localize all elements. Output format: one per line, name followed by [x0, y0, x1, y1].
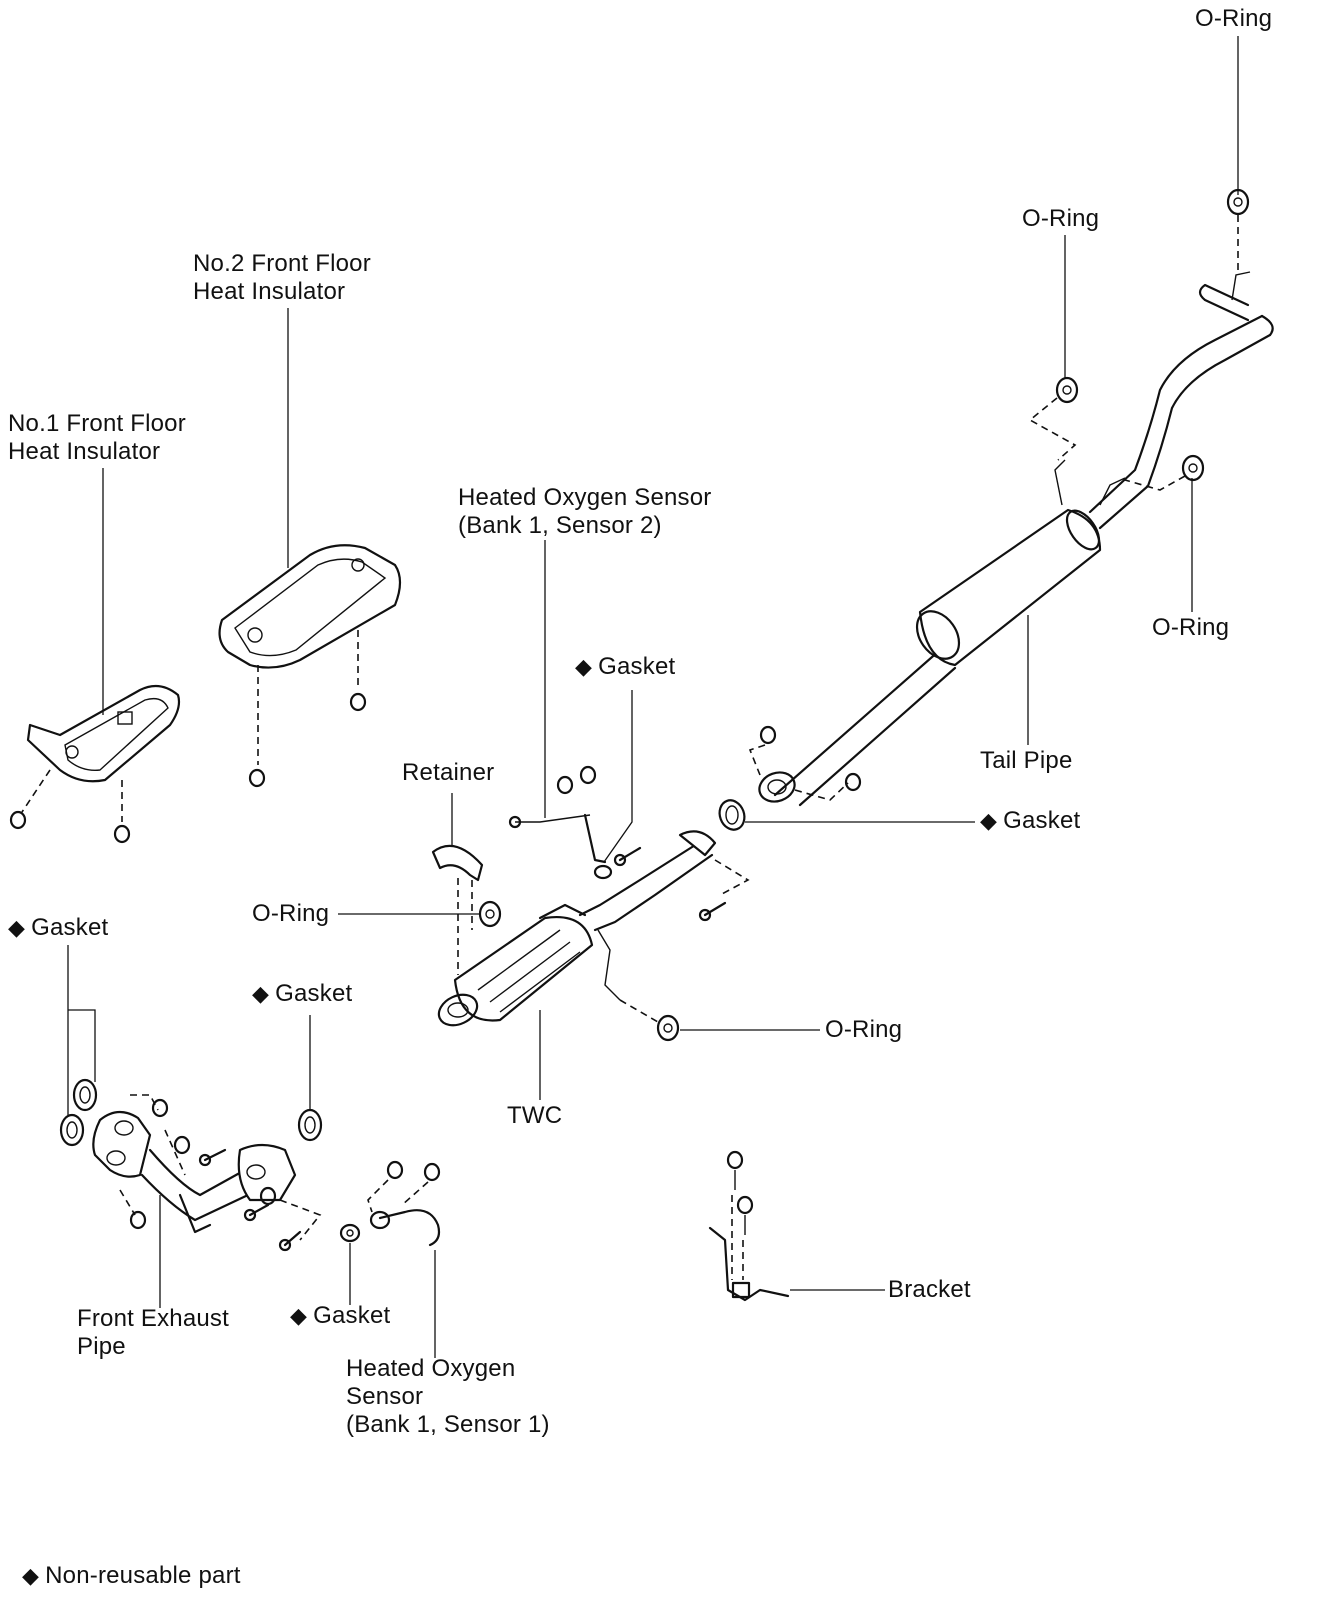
- label-no1-line1: No.1 Front Floor: [8, 410, 186, 437]
- label-o-ring-lower: O-Ring: [825, 1016, 903, 1043]
- retainer-part: [431, 844, 484, 882]
- label-no1-heat-insulator: No.1 Front Floor Heat Insulator: [8, 410, 186, 466]
- label-front-exhaust-line1: Front Exhaust: [77, 1305, 230, 1332]
- label-o-ring-upper: O-Ring: [1022, 205, 1100, 232]
- label-no2-line1: No.2 Front Floor: [193, 250, 371, 277]
- no2-heat-insulator-part: [218, 544, 402, 669]
- label-gasket-center-text: Gasket: [275, 980, 353, 1007]
- o-ring-left-part: [478, 900, 502, 928]
- label-front-exhaust-line2: Pipe: [77, 1333, 126, 1360]
- tail-pipe-assembly: [758, 271, 1274, 807]
- o-ring-lower-part: [656, 1014, 680, 1042]
- o-ring-upper-part: [1055, 376, 1079, 404]
- label-o-ring-right: O-Ring: [1152, 614, 1230, 641]
- label-gasket-bottom-text: Gasket: [313, 1302, 391, 1329]
- label-front-exhaust-pipe: Front Exhaust Pipe: [77, 1305, 229, 1361]
- label-twc: TWC: [507, 1102, 563, 1129]
- gasket-mid-part: [593, 864, 613, 880]
- label-ho2s-s2-line1: Heated Oxygen Sensor: [458, 484, 712, 511]
- label-gasket-left: ◆Gasket: [8, 914, 108, 942]
- legend-non-reusable: ◆Non-reusable part: [22, 1562, 241, 1590]
- tail-flange-nuts: [759, 725, 862, 792]
- legend-text: Non-reusable part: [45, 1562, 241, 1589]
- label-tail-pipe: Tail Pipe: [980, 747, 1073, 774]
- gasket-bottom-part: [339, 1223, 361, 1243]
- label-ho2s-s2-line2: (Bank 1, Sensor 2): [458, 512, 662, 539]
- label-gasket-bottom: ◆Gasket: [290, 1302, 390, 1330]
- label-no2-line2: Heat Insulator: [193, 278, 346, 305]
- twc-bolts: [613, 846, 727, 922]
- label-gasket-right: ◆Gasket: [980, 807, 1080, 835]
- non-reusable-diamond-icon: ◆: [8, 915, 26, 940]
- bracket-part: [708, 1150, 790, 1302]
- label-ho2s-sensor2: Heated Oxygen Sensor (Bank 1, Sensor 2): [458, 484, 711, 540]
- gasket-center-part: [297, 1108, 323, 1142]
- label-o-ring-left: O-Ring: [252, 900, 330, 927]
- label-bracket: Bracket: [888, 1276, 971, 1303]
- ho2s-sensor2-part: [508, 765, 607, 864]
- non-reusable-diamond-icon: ◆: [290, 1303, 308, 1328]
- label-ho2s-s1-line1: Heated Oxygen: [346, 1355, 516, 1382]
- label-gasket-left-text: Gasket: [31, 914, 109, 941]
- no1-heat-insulator-part: [26, 684, 181, 783]
- gasket-right-part: [718, 799, 746, 831]
- leader-lines: [67, 36, 1239, 1358]
- label-ho2s-sensor1: Heated Oxygen Sensor (Bank 1, Sensor 1): [346, 1355, 550, 1439]
- non-reusable-diamond-icon: ◆: [252, 981, 270, 1006]
- non-reusable-diamond-icon: ◆: [980, 808, 998, 833]
- label-o-ring-top: O-Ring: [1195, 5, 1273, 32]
- front-exhaust-pipe-part: [92, 1110, 297, 1234]
- gasket-left-part: [59, 1078, 98, 1147]
- label-gasket-mid: ◆Gasket: [575, 653, 675, 681]
- non-reusable-diamond-icon: ◆: [575, 654, 593, 679]
- label-ho2s-s1-line2: Sensor: [346, 1383, 424, 1410]
- twc-assembly: [437, 830, 717, 1027]
- label-no2-heat-insulator: No.2 Front Floor Heat Insulator: [193, 250, 371, 306]
- non-reusable-diamond-icon: ◆: [22, 1563, 40, 1588]
- label-gasket-center: ◆Gasket: [252, 980, 352, 1008]
- label-retainer: Retainer: [402, 759, 495, 786]
- label-ho2s-s1-line3: (Bank 1, Sensor 1): [346, 1411, 550, 1438]
- label-gasket-right-text: Gasket: [1003, 807, 1081, 834]
- ho2s-sensor1-part: [369, 1160, 441, 1247]
- o-ring-right-part: [1181, 454, 1205, 482]
- label-no1-line2: Heat Insulator: [8, 438, 161, 465]
- label-gasket-mid-text: Gasket: [598, 653, 676, 680]
